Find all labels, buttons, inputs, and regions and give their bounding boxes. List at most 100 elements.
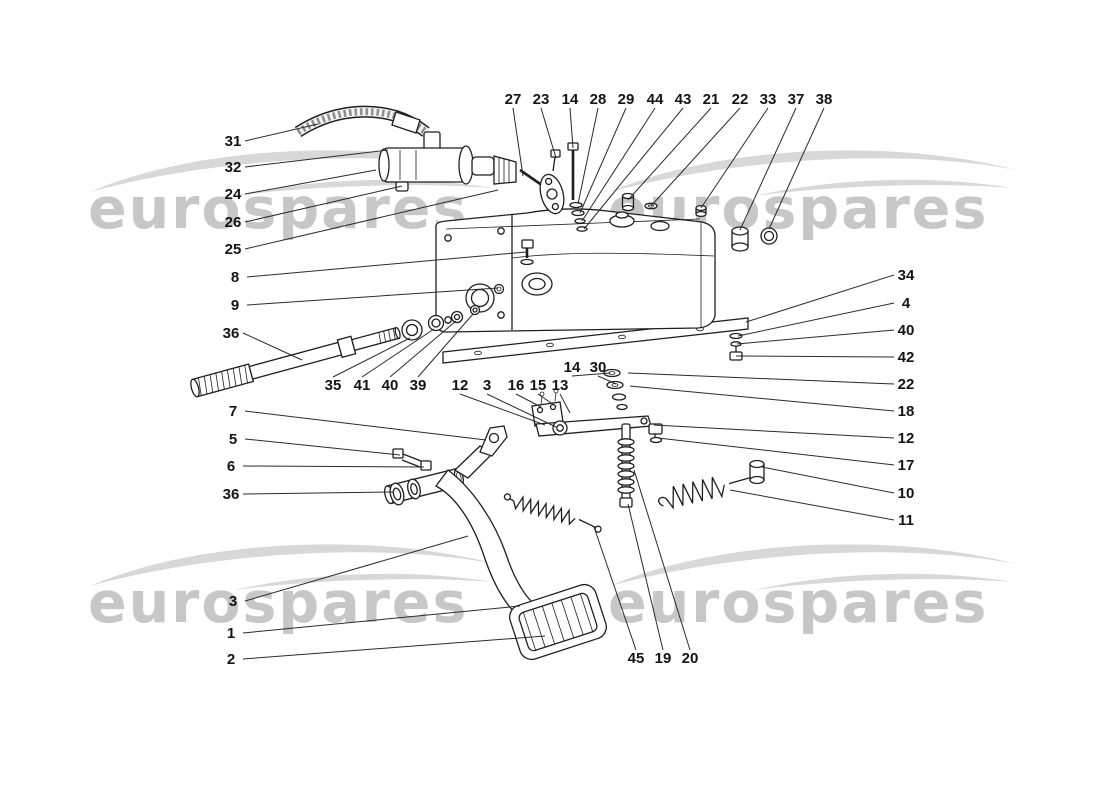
part-number-label: 3 xyxy=(229,593,237,610)
part-number-label: 29 xyxy=(618,91,635,108)
rod-washer-stack xyxy=(603,368,628,411)
leader-line xyxy=(653,424,895,439)
part-number-label: 4 xyxy=(902,295,911,312)
leader-line xyxy=(244,189,499,250)
leader-line xyxy=(242,635,546,660)
mounting-flange xyxy=(539,173,565,215)
release-lever xyxy=(531,388,652,437)
leader-line xyxy=(246,287,499,306)
part-number-label: 38 xyxy=(816,91,833,108)
leader-line xyxy=(244,535,469,602)
part-number-label: 37 xyxy=(788,91,805,108)
leader-line xyxy=(579,107,627,214)
part-number-label: 17 xyxy=(898,457,915,474)
pedal-cover-housing xyxy=(435,208,716,333)
part-number-label: 15 xyxy=(530,377,547,394)
part-number-label: 34 xyxy=(898,267,915,284)
part-number-label: 43 xyxy=(675,91,692,108)
leader-line xyxy=(361,328,435,378)
leader-line xyxy=(571,372,611,377)
part-number-label: 30 xyxy=(590,359,607,376)
part-number-label: 22 xyxy=(898,376,915,393)
part-number-label: 33 xyxy=(760,91,777,108)
cover-front-bolt xyxy=(493,239,534,295)
part-number-label: 13 xyxy=(552,377,569,394)
leader-line xyxy=(627,107,712,201)
pivot-bolt xyxy=(392,448,404,459)
part-number-label: 16 xyxy=(508,377,525,394)
clutch-master-cylinder xyxy=(378,131,565,215)
leader-line xyxy=(597,375,617,385)
part-number-label: 20 xyxy=(682,650,699,667)
pedal-shaft xyxy=(190,326,401,398)
pedal-return-spring xyxy=(503,493,602,533)
leader-line xyxy=(650,107,741,207)
leader-line xyxy=(486,393,557,428)
part-number-label: 11 xyxy=(898,512,914,529)
spring-anchor-bushing xyxy=(749,459,765,485)
cover-top-studs xyxy=(621,192,707,218)
part-number-label: 24 xyxy=(225,186,242,203)
leader-line xyxy=(761,466,895,494)
watermark-text: eurospares xyxy=(608,570,988,636)
rubber-boot xyxy=(493,155,517,185)
part-number-label: 19 xyxy=(655,650,672,667)
lever-end-nut xyxy=(648,423,663,444)
part-number-label: 36 xyxy=(223,325,240,342)
adjuster-rod-assembly xyxy=(617,423,635,508)
leader-line xyxy=(768,107,825,230)
part-number-label: 14 xyxy=(562,91,579,108)
part-number-label: 27 xyxy=(505,91,522,108)
leader-line xyxy=(577,107,599,205)
leader-line xyxy=(244,438,401,456)
leader-line xyxy=(242,465,425,468)
leader-line xyxy=(559,393,571,414)
leader-line xyxy=(736,329,895,345)
leader-line xyxy=(745,274,895,323)
part-number-label: 32 xyxy=(225,159,242,176)
part-number-label: 3 xyxy=(483,377,491,394)
leader-line xyxy=(389,320,457,378)
leader-line xyxy=(739,107,797,231)
part-number-label: 12 xyxy=(898,430,915,447)
leader-line xyxy=(627,372,895,385)
pedal-pad xyxy=(509,583,607,661)
leader-line xyxy=(593,526,637,651)
part-number-label: 45 xyxy=(628,650,645,667)
leader-line xyxy=(242,491,395,495)
clutch-pedal xyxy=(435,425,607,661)
part-number-label: 1 xyxy=(227,625,235,642)
pivot-bushing xyxy=(389,482,405,506)
part-number-label: 14 xyxy=(564,359,581,376)
part-number-label: 40 xyxy=(382,377,399,394)
part-number-label: 12 xyxy=(452,377,469,394)
part-number-label: 18 xyxy=(898,403,915,420)
leader-line xyxy=(244,185,403,223)
part-number-label: 44 xyxy=(647,91,664,108)
leader-line xyxy=(737,302,895,337)
part-number-label: 35 xyxy=(325,377,342,394)
watermark-text: eurospares xyxy=(88,176,468,242)
watermark-bottom-left: eurospares xyxy=(88,544,496,636)
part-number-label: 22 xyxy=(732,91,749,108)
leader-line xyxy=(332,337,411,378)
leader-line xyxy=(629,385,895,412)
leader-line xyxy=(729,489,895,521)
part-number-label: 23 xyxy=(533,91,550,108)
main-return-spring xyxy=(658,459,765,510)
leader-line xyxy=(583,107,684,230)
watermark-bottom-right: eurospares xyxy=(608,544,1016,636)
part-number-label: 26 xyxy=(225,214,242,231)
part-number-label: 6 xyxy=(227,458,235,475)
leader-line xyxy=(581,107,656,222)
part-number-label: 25 xyxy=(225,241,242,258)
leader-line xyxy=(244,169,377,195)
leader-line xyxy=(657,437,895,466)
part-number-label: 41 xyxy=(354,377,371,394)
part-number-label: 8 xyxy=(231,269,239,286)
leader-line xyxy=(633,469,691,651)
leader-line xyxy=(537,393,555,406)
leader-line xyxy=(512,107,524,177)
